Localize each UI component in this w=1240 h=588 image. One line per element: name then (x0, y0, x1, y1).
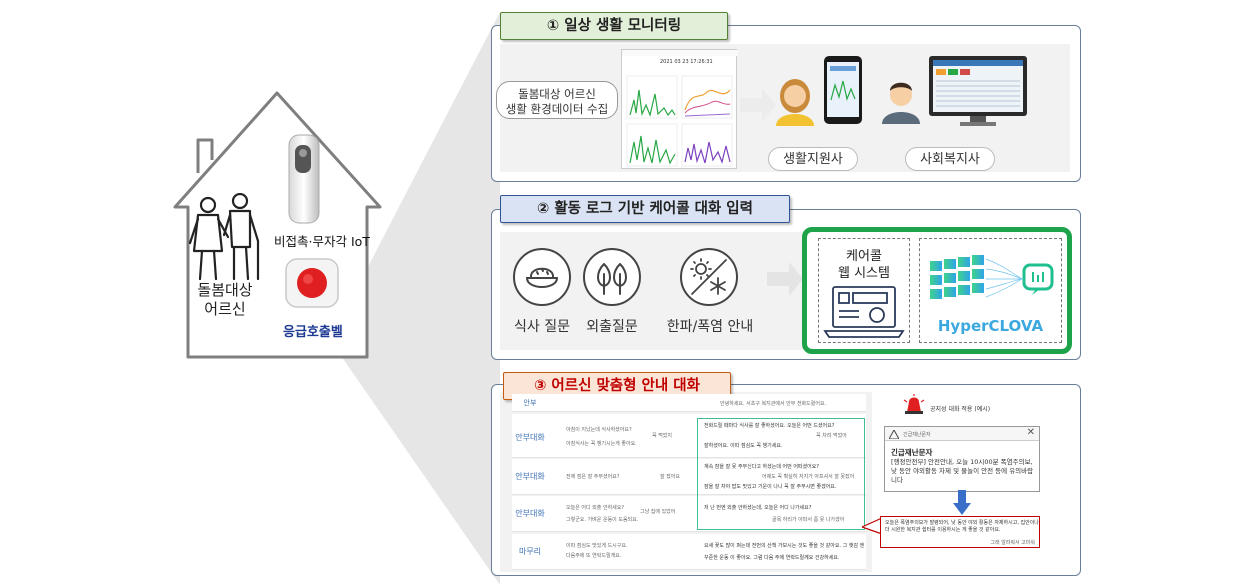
pill-line1: 돌봄대상 어르신 (518, 87, 596, 101)
top-row-text: 안녕하세요. 서초구 복지관에서 안부 전화드렸어요. (720, 401, 827, 407)
alert-header: 긴급재난문자 (903, 432, 931, 438)
row2-head: 안부대화 (515, 472, 545, 481)
row4-head: 마무리 (518, 547, 542, 556)
siren-icon (903, 394, 925, 414)
monitoring-dashboard: 2021 03 23 17:26:31 (621, 49, 738, 169)
bell-label: 응급호출벨 (283, 325, 343, 340)
monitor-icon (929, 56, 1027, 126)
dashboard-time: 2021 03 23 17:26:31 (660, 59, 713, 65)
highlighted-responses (697, 418, 865, 530)
pill-line2: 생활 환경데이터 수집 (505, 102, 609, 116)
hyperclova-box: HyperCLOVA (919, 238, 1062, 343)
notice-title: 공지성 대화 적용 (예시) (930, 406, 991, 413)
iot-label: 비접촉·무자각 IoT (274, 234, 370, 249)
dialogue-row-3: 안부대화 오늘은 어디 외출 안하세요? 그렇군요. 가벼운 운동이 도움되요.… (512, 496, 866, 532)
row3-mid: 그냥 집에 있었어 (640, 509, 676, 515)
social-worker-avatar (882, 82, 920, 124)
panel2-title: ② 활동 로그 기반 케어콜 대화 입력 (500, 195, 790, 223)
generated-guidance-box: 오늘은 폭염주의보가 발령되어, 낮 동안 야외 활동은 자제하시고, 집안이나… (880, 516, 1040, 548)
elderly-label: 돌봄대상 어르신 (180, 281, 270, 319)
row3-ans-mid: 골목 하리가 아파서 좀 못 나가겠어 (772, 517, 845, 523)
row1-q1: 아침이 지났는데 식사하셨어요? (566, 427, 632, 433)
carecall-label-2: 웹 시스템 (838, 266, 890, 281)
dialogue-top-row: 안부 안녕하세요. 서초구 복지관에서 안부 전화드렸어요. (512, 394, 866, 412)
row1-mid: 꼭 먹었지 (652, 433, 672, 439)
meal-question-icon (513, 248, 571, 306)
row2-mid: 잘 잤어요 (660, 474, 680, 480)
weather-alert-icon (680, 248, 738, 306)
row3-q1: 오늘은 어디 외출 안하세요? (566, 505, 625, 511)
dialogue-row-4: 마무리 이따 점심도 맛있게 드시구요. 다음주에 또 연락드릴게요. 요새 꽃… (512, 534, 866, 570)
close-icon[interactable]: ✕ (1026, 427, 1035, 438)
row1-ans2: 잘하셨어요. 이따 점심도 꼭 챙기세요. (704, 443, 783, 449)
down-arrow (953, 490, 971, 515)
elderly-label-line2: 어르신 (204, 300, 246, 318)
row2-ans2: 잠을 잘 자야 밥도 맛있고 기운이 나니 꼭 잘 주무시면 좋겠어요. (704, 484, 837, 490)
hyperclova-network-icon (930, 255, 1054, 299)
row1-head: 안부대화 (515, 433, 545, 442)
outing-question-label: 외출질문 (586, 319, 638, 335)
top-row-head: 안부 (523, 399, 537, 407)
outing-question-icon (583, 248, 641, 306)
dialogue-row-2: 안부대화 전에 점은 잘 주무셨어요? 잘 잤어요 계속 잠을 잘 못 주무신다… (512, 459, 866, 495)
meal-question-label: 식사 질문 (514, 319, 570, 335)
row4-ans2: 꾸준한 운동 이 좋아요. 그럼 다음 주에 연락드릴께요 건강하세요. (704, 555, 840, 561)
elder-reply-text: 그래 알려줘서 고마워 (990, 540, 1035, 546)
alert-title: 긴급재난문자 (891, 448, 933, 457)
carecall-label-1: 케어콜 (846, 249, 882, 264)
row1-ans1: 전화드릴 때마다 식사를 잘 좋하셨어요. 오늘은 어떤 드셨어요? (704, 423, 835, 429)
row2-ans-mid: 어제도 꼭 확실히 자지가 아프셔서 잘 못잤어 (762, 474, 855, 480)
hyperclova-label: HyperCLOVA (937, 317, 1044, 335)
row3-q2: 그렇군요. 가벼운 운동이 도움되요. (566, 517, 639, 523)
warning-icon (889, 430, 899, 439)
alert-body: [행정안전부] 안전안내, 오늘 10시00분 폭염주의보, 낮 동안 야외활동… (891, 458, 1034, 484)
weather-alert-label: 한파/폭염 안내 (666, 319, 754, 335)
flow-arrow-1 (740, 88, 776, 122)
row4-q1: 이따 점심도 맛있게 드시구요. (566, 543, 628, 549)
row4-ans1: 요새 꽃도 많이 펴는데 전번의 산책 가보시는 것도 좋을 것 같아요. 그 … (704, 543, 865, 549)
flow-arrow-2 (767, 262, 803, 296)
iot-sensor-icon (288, 134, 320, 224)
panel1-title: ① 일상 생활 모니터링 (500, 12, 728, 40)
row2-ans1: 계속 잠을 잘 못 주무신다고 하셨는데 어떤 어떠셨어요? (704, 464, 819, 470)
elderly-label-line1: 돌봄대상 (197, 281, 253, 299)
support-worker-label: 생활지원사 (768, 147, 858, 171)
smartphone-icon (824, 56, 862, 124)
support-worker-avatar (776, 79, 814, 126)
emergency-bell-icon (285, 258, 339, 308)
generated-guidance-text: 오늘은 폭염주의보가 발령되어, 낮 동안 야외 활동은 자제하시고, 집안이나… (885, 520, 1039, 533)
laptop-icon (823, 286, 905, 338)
row1-q2: 아침식사는 꼭 챙기시는게 좋아요. (566, 441, 637, 447)
house-illustration: 돌봄대상 어르신 비접촉·무자각 IoT 응급호출벨 (170, 85, 385, 365)
elderly-couple-icon (188, 193, 260, 281)
alert-header-bar: 긴급재난문자 ✕ (885, 427, 1039, 441)
row3-head: 안부대화 (515, 509, 545, 518)
emergency-alert-window: 긴급재난문자 ✕ 긴급재난문자 [행정안전부] 안전안내, 오늘 10시00분 … (884, 426, 1040, 492)
social-worker-label: 사회복지사 (905, 147, 995, 171)
carecall-web-box: 케어콜 웹 시스템 (818, 238, 910, 343)
data-collection-pill: 돌봄대상 어르신 생활 환경데이터 수집 (496, 81, 618, 119)
row2-q1: 전에 점은 잘 주무셨어요? (566, 474, 620, 480)
row4-q2: 다음주에 또 연락드릴게요. (566, 553, 622, 559)
dialogue-row-1: 안부대화 아침이 지났는데 식사하셨어요? 아침식사는 꼭 챙기시는게 좋아요.… (512, 414, 866, 458)
row1-ans-mid: 꼭 차려 먹었어 (816, 433, 847, 439)
row3-ans1: 저 난 번엔 외출 안하셨는데, 오늘은 어디 나가세요? (704, 505, 812, 511)
